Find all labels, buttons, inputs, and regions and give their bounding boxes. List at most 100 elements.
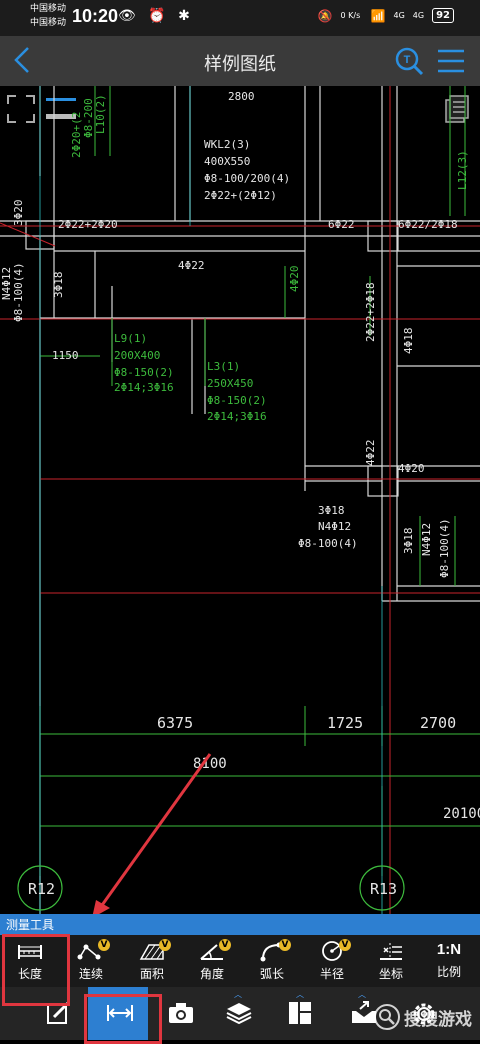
tool-scale-label: 比例 <box>436 965 461 979</box>
l10-bars: 2Φ20+(2 <box>70 112 83 158</box>
left-3phi20: 3Φ20 <box>12 200 25 227</box>
phi20-vert: 4Φ20 <box>288 266 301 293</box>
caret-up-icon: ︿ <box>358 990 366 999</box>
axis-bubble-r13 <box>359 865 405 911</box>
watermark-logo-icon <box>374 1004 400 1030</box>
wkl2-name: WKL2(3) <box>204 138 250 151</box>
clock: 10:20 <box>72 6 119 26</box>
beam-n4: N4Φ12 <box>318 520 351 533</box>
phi18-left: 3Φ18 <box>52 272 65 299</box>
tool-angle[interactable]: V 角度 <box>187 939 237 985</box>
dim-2800: 2800 <box>228 90 255 103</box>
status-right: 🔕 0 K/s 📶 4G 4G 92 <box>318 8 454 23</box>
l10-stirrup: Φ8-200 <box>82 98 95 138</box>
measure-tools-bar: 长度 V 连续 V 面积 V 角度 V 弧长 V <box>0 934 480 987</box>
scale-icon: 1:N <box>436 941 462 958</box>
back-button[interactable] <box>12 44 32 82</box>
screenshot-button[interactable] <box>150 987 210 1040</box>
highlight-length-tool <box>2 934 70 1006</box>
tool-radius-label: 半径 <box>319 967 344 981</box>
tool-angle-label: 角度 <box>199 967 224 981</box>
cyan-lines <box>39 86 383 914</box>
dim-2700: 2700 <box>420 714 456 732</box>
col-right-4phi20: 4Φ20 <box>398 462 425 475</box>
ruler-icon <box>18 945 42 959</box>
beam-stirrup: Φ8-100(4) <box>298 537 358 550</box>
layers-button[interactable]: ︿ <box>208 987 268 1040</box>
dim-6375: 6375 <box>157 714 193 732</box>
coordinate-icon <box>380 943 402 960</box>
highlight-measure-button <box>84 994 162 1044</box>
fullscreen-icon[interactable] <box>7 95 35 123</box>
carrier-2: 中国移动 <box>30 18 67 28</box>
axis-r12: R12 <box>28 880 55 898</box>
tool-scale[interactable]: 1:N 比例 <box>424 939 474 985</box>
measure-tools-title: 测量工具 <box>6 918 55 932</box>
wifi-icon: 📶 <box>370 8 386 23</box>
layout-button[interactable]: ︿ <box>270 987 330 1040</box>
tool-arc-length[interactable]: V 弧长 <box>247 939 297 985</box>
tool-coordinate-label: 坐标 <box>378 967 403 981</box>
vip-badge: V <box>339 939 351 951</box>
tool-length[interactable]: 长度 <box>5 939 55 985</box>
beam-3phi18: 3Φ18 <box>318 504 345 517</box>
vip-badge: V <box>159 939 171 951</box>
signal-1: 4G <box>393 11 405 20</box>
right-6phi22: 6Φ22/2Φ18 <box>398 218 458 231</box>
tool-arc-length-label: 弧长 <box>259 967 284 981</box>
menu-button[interactable] <box>436 48 466 78</box>
l9-bars: 2Φ14;3Φ16 <box>114 381 174 394</box>
l3-name: L3(1) <box>207 360 240 373</box>
export-button[interactable]: ︿ <box>332 987 392 1040</box>
text-search-button[interactable]: T <box>394 46 424 80</box>
right-3phi18: 3Φ18 <box>402 528 415 555</box>
battery-level: 92 <box>432 8 454 23</box>
wkl2-bars: 2Φ22+(2Φ12) <box>204 189 277 202</box>
l9-size: 200X400 <box>114 349 160 362</box>
tool-area-label: 面积 <box>139 967 164 981</box>
tool-continuous[interactable]: V 连续 <box>66 939 116 985</box>
left-stirrup: Φ8-100(4) <box>12 262 25 322</box>
layers-icon <box>226 1003 252 1025</box>
page-title: 样例图纸 <box>204 54 276 75</box>
gear-icon <box>413 1003 435 1025</box>
vip-badge: V <box>98 939 110 951</box>
chevron-left-icon <box>14 47 29 73</box>
tool-radius[interactable]: V 半径 <box>307 939 357 985</box>
line-style-icon[interactable] <box>46 98 76 119</box>
mute-icon: 🔕 <box>317 8 333 23</box>
axis-r13: R13 <box>370 880 397 898</box>
watermark-text: 搜搜游戏 <box>404 1009 472 1030</box>
l9-stirrup: Φ8-150(2) <box>114 366 174 379</box>
l3-size: 250X450 <box>207 377 253 390</box>
top-left-bars: 2Φ22+2Φ20 <box>58 218 118 231</box>
mid-6phi22: 6Φ22 <box>328 218 355 231</box>
beam-lines <box>0 86 480 914</box>
caret-up-icon: ︿ <box>296 990 304 999</box>
tool-coordinate[interactable]: 坐标 <box>366 939 416 985</box>
l9-name: L9(1) <box>114 332 147 345</box>
phi22-4: 4Φ22 <box>178 259 205 272</box>
layout-icon <box>289 1002 311 1024</box>
dim-1150: 1150 <box>52 349 79 362</box>
signal-2: 4G <box>412 11 425 20</box>
l12-label: L12(3) <box>456 150 469 190</box>
carrier-1: 中国移动 <box>30 4 67 14</box>
tool-length-label: 长度 <box>17 967 42 981</box>
search-text-icon: T <box>395 47 424 76</box>
network-speed: 0 K/s <box>340 11 361 20</box>
l3-bars: 2Φ14;3Φ16 <box>207 410 267 423</box>
tool-continuous-label: 连续 <box>78 967 103 981</box>
tool-area[interactable]: V 面积 <box>127 939 177 985</box>
dim-1725: 1725 <box>327 714 363 732</box>
camera-icon <box>169 1003 193 1023</box>
wkl2-size: 400X550 <box>204 155 250 168</box>
settings-button[interactable] <box>393 987 453 1040</box>
vip-badge: V <box>279 939 291 951</box>
radius-icon <box>322 941 342 961</box>
caret-up-icon: ︿ <box>234 990 242 999</box>
measure-tools-header: 测量工具 <box>0 914 480 934</box>
svg-text:T: T <box>404 54 411 66</box>
cad-drawing-canvas[interactable]: 2800 WKL2(3) 400X550 Φ8-100/200(4) 2Φ22+… <box>0 86 480 914</box>
wkl2-stirrup: Φ8-100/200(4) <box>204 172 290 185</box>
